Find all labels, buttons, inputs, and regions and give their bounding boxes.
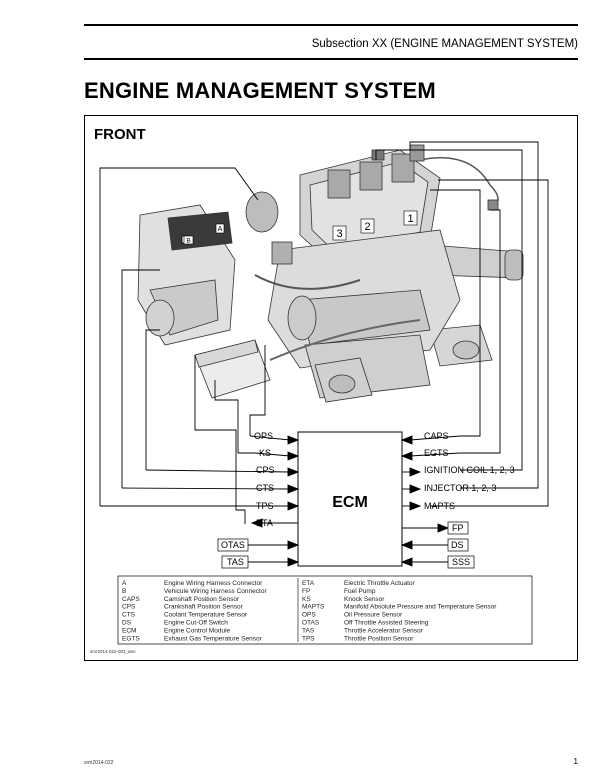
label-mapts: MAPTS — [424, 501, 455, 511]
right-signal-labels: CAPS EGTS IGNITION COIL 1, 2, 3 INJECTOR… — [424, 431, 515, 569]
ecm-box — [297, 431, 403, 567]
legend-left-text: Engine Control Module — [164, 627, 231, 634]
label-tps: TPS — [256, 501, 274, 511]
label-fp: FP — [452, 523, 464, 533]
label-injector: INJECTOR 1, 2, 3 — [424, 483, 496, 493]
legend-left-text: Engine Wiring Harness Connector — [164, 580, 263, 587]
right-signals — [400, 435, 461, 567]
legend-right-abbr: TPS — [302, 635, 315, 642]
label-cts: CTS — [256, 483, 274, 493]
legend-left-abbr: CTS — [122, 612, 136, 619]
legend-right-text: Electric Throttle Actuator — [344, 580, 416, 587]
legend-right-text: Throttle Position Sensor — [344, 635, 414, 642]
label-ignition-coil: IGNITION COIL 1, 2, 3 — [424, 465, 515, 475]
legend-right-text: Throttle Accelerator Sensor — [344, 627, 424, 634]
wiring-lines — [99, 141, 549, 524]
label-egts: EGTS — [424, 448, 449, 458]
legend-left-text: Exhaust Gas Temperature Sensor — [164, 635, 263, 642]
label-ks: KS — [259, 448, 271, 458]
label-otas: OTAS — [221, 540, 245, 550]
label-eta: ETA — [256, 518, 273, 528]
page-number: 1 — [573, 757, 578, 766]
legend-right-abbr: OTAS — [302, 620, 320, 627]
legend-left-text: Coolant Temperature Sensor — [164, 612, 248, 619]
page-title: ENGINE MANAGEMENT SYSTEM — [84, 78, 436, 103]
legend-left-text: Camshaft Position Sensor — [164, 596, 240, 603]
marker-3: 3 — [336, 228, 342, 240]
subsection-heading: Subsection XX (ENGINE MANAGEMENT SYSTEM) — [311, 38, 578, 50]
legend-right-abbr: KS — [302, 596, 311, 603]
legend-left-abbr: A — [122, 580, 127, 587]
ecm-label: ECM — [332, 494, 368, 511]
left-signal-labels: OPS KS CPS CTS TPS ETA OTAS TAS — [217, 431, 275, 569]
marker-1: 1 — [407, 213, 413, 225]
figure-frame — [84, 115, 578, 661]
legend-right-abbr: TAS — [302, 627, 315, 634]
legend-right-text: Off Throttle Assisted Steering — [344, 620, 429, 627]
legend-right-text: Fuel Pump — [344, 588, 376, 595]
legend-right-abbr: ETA — [302, 580, 315, 587]
legend-left-abbr: ECM — [122, 627, 136, 634]
legend-left-abbr: CAPS — [122, 596, 140, 603]
label-ops: OPS — [254, 431, 273, 441]
front-label: FRONT — [94, 126, 146, 143]
label-tas: TAS — [227, 557, 244, 567]
legend-right-abbr: MAPTS — [302, 604, 325, 611]
legend-box — [117, 575, 533, 645]
legend-right-text: Oil Pressure Sensor — [344, 612, 403, 619]
label-sss: SSS — [452, 557, 470, 567]
figure-id: smr2014-022-003_aen — [90, 649, 136, 654]
marker-2: 2 — [364, 221, 370, 233]
header-rule — [84, 58, 578, 60]
marker-b: B — [186, 238, 190, 245]
left-signals — [100, 435, 300, 567]
legend-left-abbr: EGTS — [122, 635, 140, 642]
legend-left-abbr: B — [122, 588, 126, 595]
part-markers: A B 1 2 3 — [183, 210, 418, 245]
legend-left-text: Engine Cut-Off Switch — [164, 620, 228, 627]
label-cps: CPS — [256, 465, 275, 475]
marker-a: A — [218, 226, 223, 233]
footer-code: smr2014-022 — [84, 760, 114, 766]
legend-right-text: Knock Sensor — [344, 596, 385, 603]
legend-left-text: Crankshaft Position Sensor — [164, 604, 244, 611]
legend-left-abbr: CPS — [122, 604, 136, 611]
label-ds: DS — [451, 540, 464, 550]
legend-right-text: Manifold Absolute Pressure and Temperatu… — [344, 604, 497, 611]
label-caps: CAPS — [424, 431, 449, 441]
legend-right-abbr: OPS — [302, 612, 316, 619]
legend-left-abbr: DS — [122, 620, 132, 627]
legend-right-abbr: FP — [302, 588, 310, 595]
legend-left-text: Vehicule Wiring Harness Connector — [164, 588, 267, 595]
engine-illustration — [137, 144, 524, 403]
top-rule — [84, 24, 578, 26]
